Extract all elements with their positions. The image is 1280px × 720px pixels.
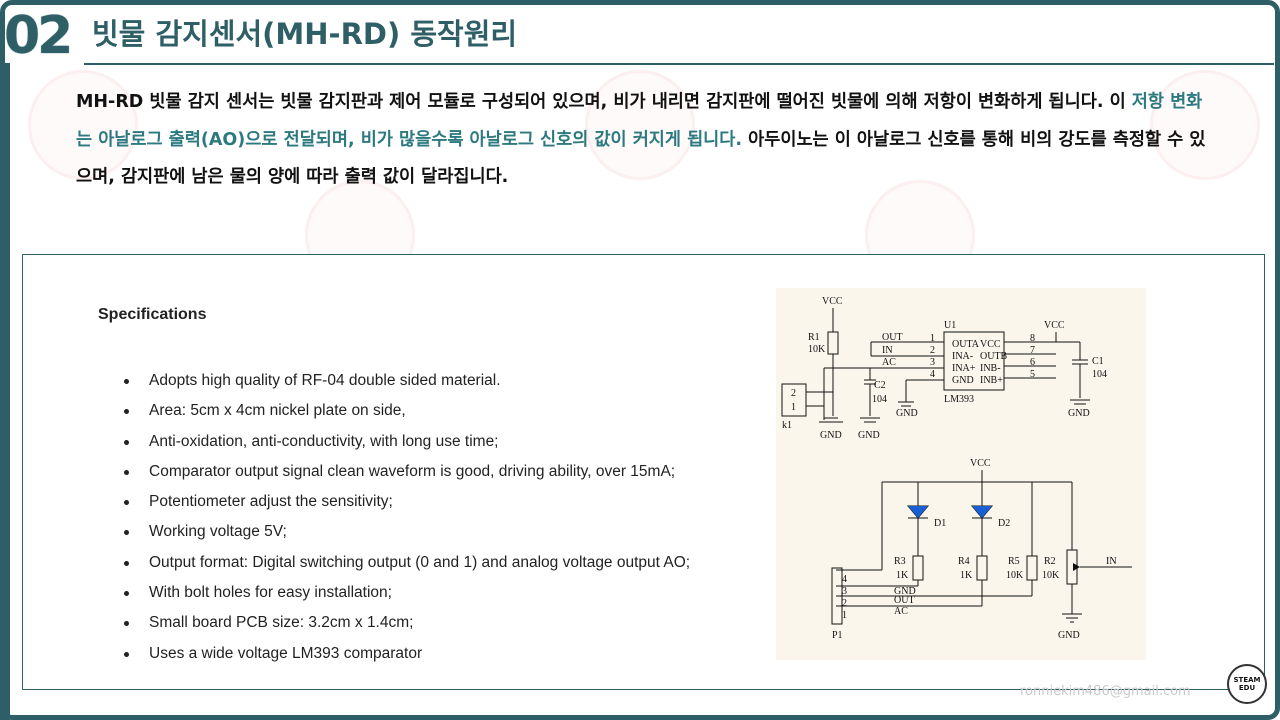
pin-number: 3: [930, 357, 935, 368]
d2-label: D2: [998, 518, 1010, 529]
header-divider: [84, 63, 1274, 65]
r2-label: R2: [1044, 556, 1056, 567]
r3-label: R3: [894, 556, 906, 567]
pin-right: INB-: [980, 363, 1001, 374]
watermark-logo: [28, 70, 138, 180]
c1-label: C1: [1092, 356, 1104, 367]
paragraph-text: 아두이노는 이 아날로그 신호를 통해 비의 강도를 측정할 수 있으며, 감지…: [76, 129, 1206, 188]
pin-right: VCC: [980, 339, 1001, 350]
in-label: IN: [1106, 556, 1117, 567]
gnd-label: GND: [858, 430, 880, 441]
pin-number: 8: [1030, 333, 1035, 344]
r5-label: R5: [1008, 556, 1020, 567]
p1-pin: 1: [842, 610, 847, 621]
paragraph-highlight: 저항 변화는 아날로그 출력(AO)으로 전달되며, 비가 많을수록 아날로그 …: [76, 92, 1203, 150]
vcc-label: VCC: [822, 296, 843, 307]
gnd-label: GND: [1058, 630, 1080, 641]
pin-number: 4: [930, 369, 935, 380]
p1-pin: 4: [842, 574, 847, 585]
spec-item: Comparator output signal clean waveform …: [122, 457, 690, 487]
specs-title: Specifications: [98, 306, 207, 323]
paragraph-text: MH-RD 빗물 감지 센서는 빗물 감지판과 제어 모듈로 구성되어 있으며,…: [76, 92, 1132, 112]
spec-item: Adopts high quality of RF-04 double side…: [122, 366, 690, 396]
pin-right: INB+: [980, 375, 1003, 386]
signal-ac: AC: [894, 606, 908, 617]
signal-out: OUT: [882, 332, 903, 343]
circuit-schematic: VCC R1 10K OUT IN AC U1 OUTA INA- INA+ G…: [776, 288, 1146, 660]
chip-label: LM393: [944, 394, 974, 405]
pin-number: 6: [1030, 357, 1035, 368]
signal-out: OUT: [894, 595, 915, 606]
specs-list: Adopts high quality of RF-04 double side…: [122, 366, 690, 669]
spec-item: Uses a wide voltage LM393 comparator: [122, 639, 690, 669]
r4-label: R4: [958, 556, 970, 567]
spec-item: With bolt holes for easy installation;: [122, 578, 690, 608]
spec-item: Working voltage 5V;: [122, 517, 690, 547]
pin-number: 2: [930, 345, 935, 356]
signal-ac: AC: [882, 357, 896, 368]
c2-value: 104: [872, 394, 887, 405]
gnd-label: GND: [820, 430, 842, 441]
steamedu-logo: STEAM EDU: [1227, 664, 1267, 704]
pin-left: OUTA: [952, 339, 980, 350]
description-paragraph: MH-RD 빗물 감지 센서는 빗물 감지판과 제어 모듈로 구성되어 있으며,…: [76, 84, 1216, 197]
left-accent-bar: [0, 63, 10, 720]
c1-value: 104: [1092, 369, 1107, 380]
r1-label: R1: [808, 332, 820, 343]
r3-value: 1K: [896, 570, 909, 581]
p1-pin: 2: [842, 598, 847, 609]
schematic-svg: VCC R1 10K OUT IN AC U1 OUTA INA- INA+ G…: [781, 296, 1132, 641]
p1-label: P1: [832, 630, 843, 641]
d1-label: D1: [934, 518, 946, 529]
gnd-label: GND: [894, 586, 916, 597]
pin-number: 5: [1030, 369, 1035, 380]
gnd-label: GND: [1068, 408, 1090, 419]
c2-label: C2: [874, 380, 886, 391]
pin-right: OUTB: [980, 351, 1008, 362]
k1-label: k1: [782, 420, 792, 431]
spec-item: Area: 5cm x 4cm nickel plate on side,: [122, 396, 690, 426]
pin-left: GND: [952, 375, 974, 386]
watermark-logo: [585, 70, 695, 180]
r5-value: 10K: [1006, 570, 1024, 581]
r1-value: 10K: [808, 344, 826, 355]
pin-number: 1: [930, 333, 935, 344]
page-title: 빗물 감지센서(MH-RD) 동작원리: [92, 17, 518, 51]
author-email: ronniekim486@gmail.com: [1020, 684, 1191, 699]
spec-item: Potentiometer adjust the sensitivity;: [122, 487, 690, 517]
r2-value: 10K: [1042, 570, 1060, 581]
spec-item: Small board PCB size: 3.2cm x 1.4cm;: [122, 608, 690, 638]
gnd-label: GND: [896, 408, 918, 419]
k1-pin: 2: [791, 388, 796, 399]
k1-pin: 1: [791, 402, 796, 413]
logo-text: EDU: [1238, 684, 1256, 692]
pin-left: INA+: [952, 363, 976, 374]
vcc-label: VCC: [1044, 320, 1065, 331]
vcc-label: VCC: [970, 458, 991, 469]
spec-item: Anti-oxidation, anti-conductivity, with …: [122, 427, 690, 457]
p1-pin: 3: [842, 586, 847, 597]
logo-text: STEAM: [1233, 676, 1261, 684]
watermark-logo: [1150, 70, 1260, 180]
spec-item: Output format: Digital switching output …: [122, 548, 690, 578]
r4-value: 1K: [960, 570, 973, 581]
section-number: 02: [4, 6, 73, 66]
u1-label: U1: [944, 320, 956, 331]
signal-in: IN: [882, 345, 893, 356]
pin-number: 7: [1030, 345, 1035, 356]
pin-left: INA-: [952, 351, 973, 362]
